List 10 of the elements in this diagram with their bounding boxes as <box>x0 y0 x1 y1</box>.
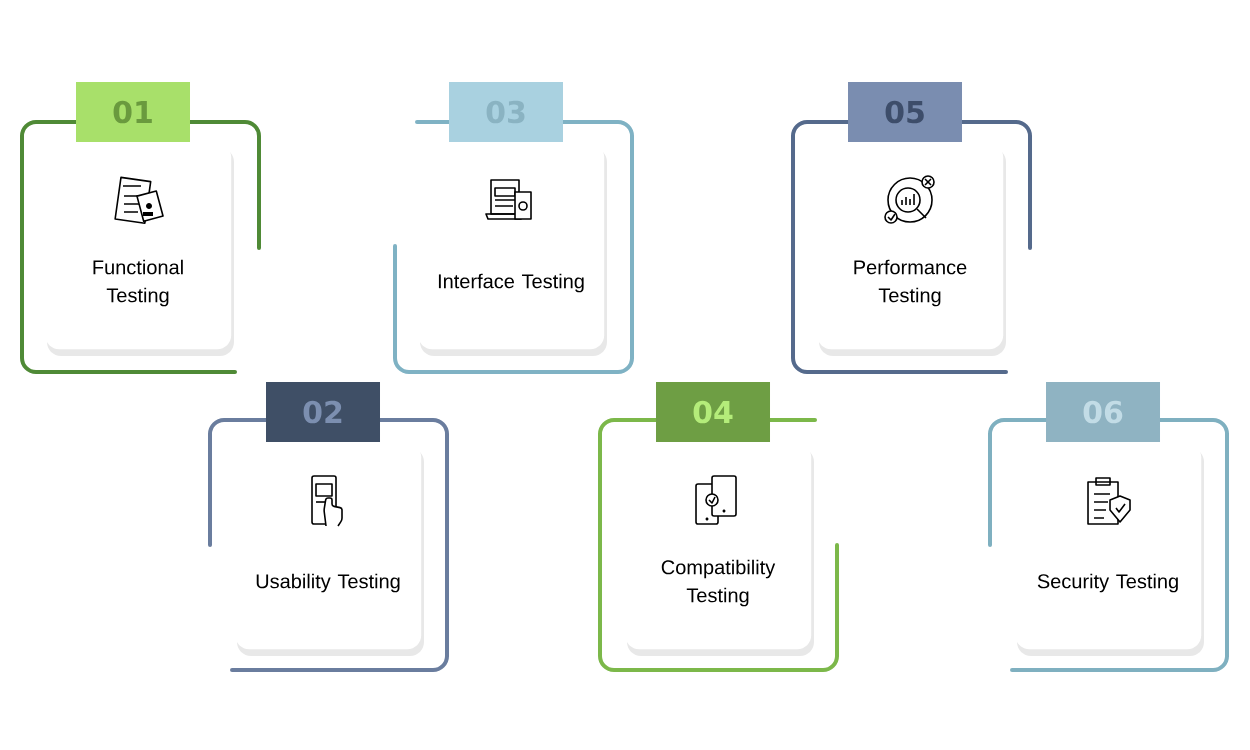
number-tab: 04 <box>656 382 770 442</box>
number-tab: 02 <box>266 382 380 442</box>
card: Interface Testing <box>418 143 607 356</box>
card: Security Testing <box>1015 443 1204 656</box>
number-tab: 05 <box>848 82 962 142</box>
card: Usability Testing <box>235 443 424 656</box>
number-tab: 01 <box>76 82 190 142</box>
card: Performance Testing <box>817 143 1006 356</box>
card: Compatibility Testing <box>625 443 814 656</box>
card: Functional Testing <box>45 143 234 356</box>
